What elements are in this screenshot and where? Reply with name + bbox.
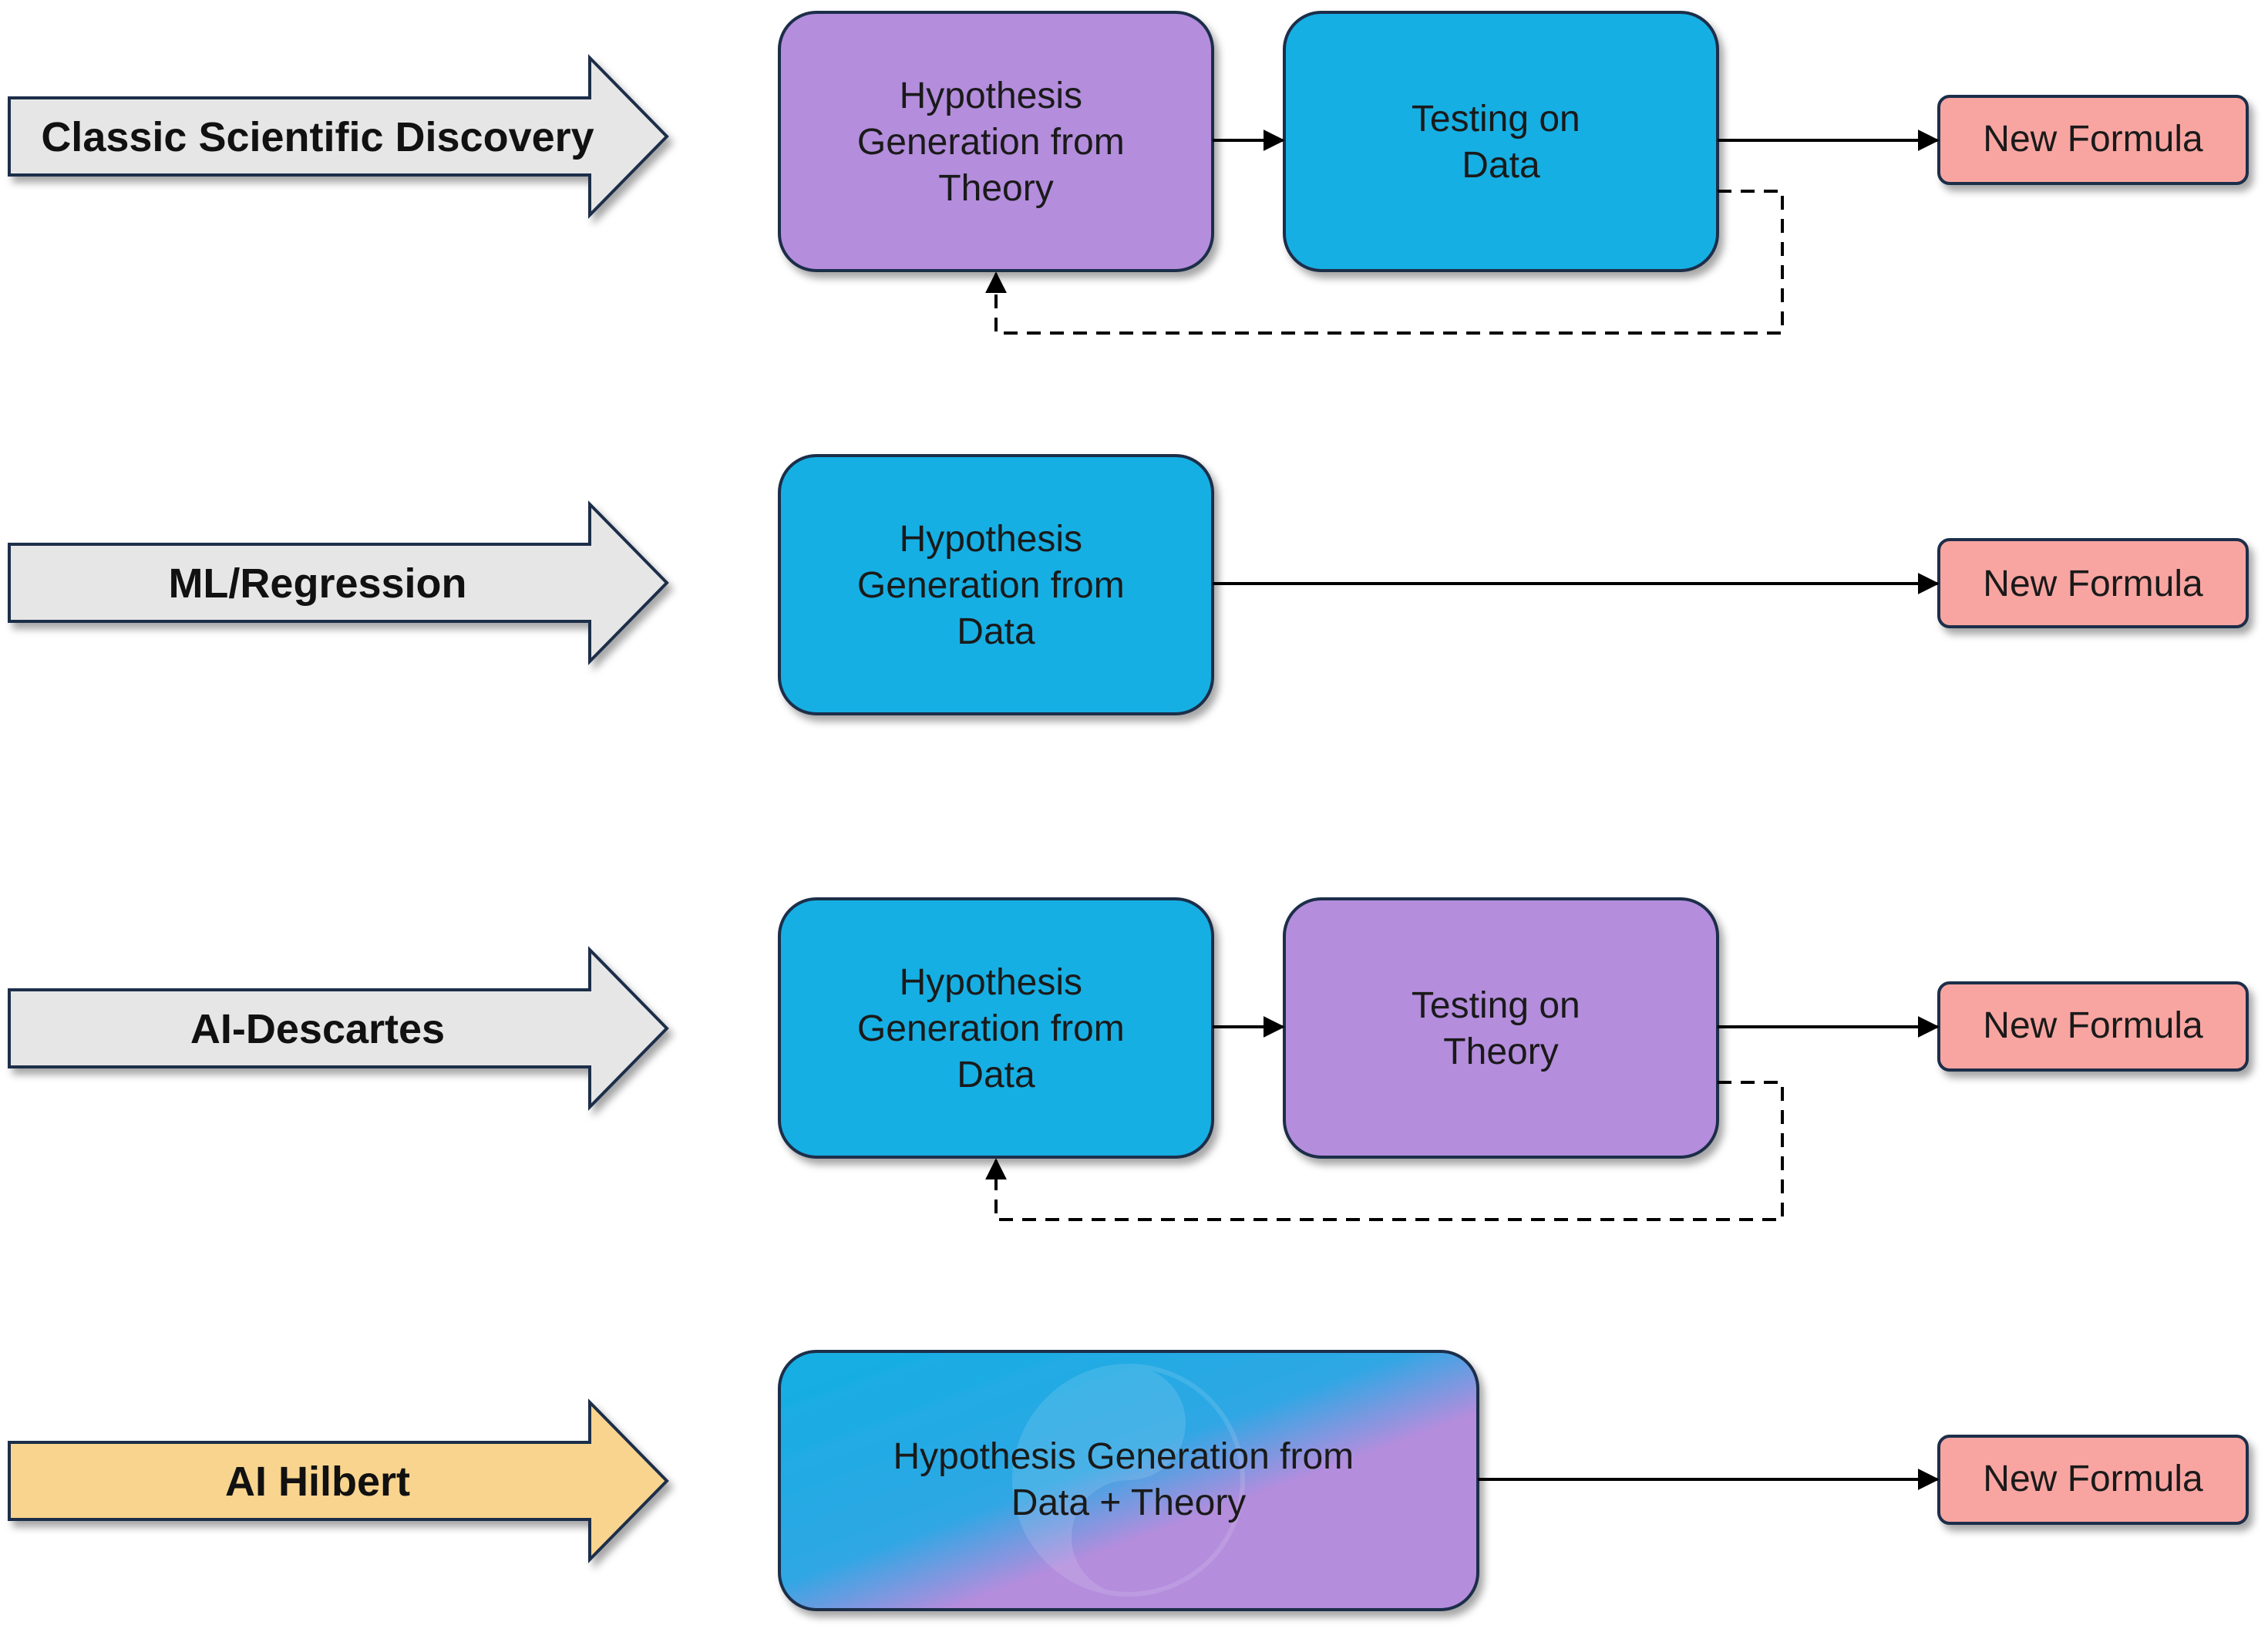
row-label-text: AI-Descartes [190,1006,445,1052]
row-label-arrow [8,54,669,219]
testing-box [1283,11,1719,272]
new-formula-text: New Formula [1983,564,2203,604]
row-label-arrow [8,1398,669,1563]
row-ml-regression: ML/Regression Hypothesis Generation from… [8,454,2249,715]
hypothesis-generation-text: Hypothesis Generation from Theory [857,76,1135,209]
new-formula-text: New Formula [1983,1005,2203,1046]
testing-box [1283,897,1719,1159]
row-classic-scientific-discovery: Classic Scientific Discovery Hypothesis … [8,11,2249,335]
testing-text: Testing on Data [1412,99,1590,186]
hypothesis-generation-text: Hypothesis Generation from Data + Theory [893,1436,1365,1523]
row-label-text: AI Hilbert [225,1459,410,1505]
feedback-loop-arrow [985,1081,1784,1221]
row-ai-descartes: AI-Descartes Hypothesis Generation from … [8,897,2249,1221]
row-label-text: Classic Scientific Discovery [41,114,594,160]
hypothesis-generation-text: Hypothesis Generation from Data [857,962,1135,1095]
row-label-arrow [8,946,669,1111]
hypothesis-generation-text: Hypothesis Generation from Data [857,519,1135,652]
row-label-arrow [8,500,669,665]
testing-text: Testing on Theory [1412,985,1590,1072]
new-formula-text: New Formula [1983,1459,2203,1499]
new-formula-text: New Formula [1983,119,2203,160]
row-ai-hilbert: AI Hilbert Hypothesis Generation from Da… [8,1350,2249,1611]
row-label-text: ML/Regression [168,560,466,607]
yin-yang-watermark [1012,1364,1245,1597]
